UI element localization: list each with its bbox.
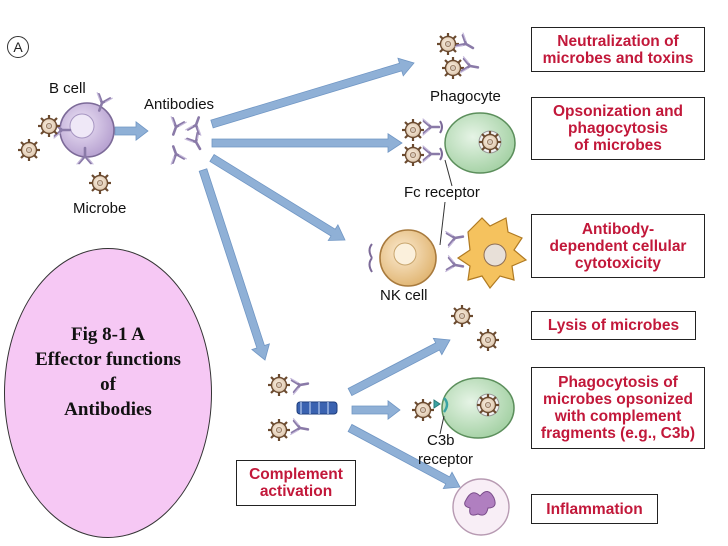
fc-receptor-icon	[439, 120, 443, 161]
arrow-to-opsonization	[211, 133, 403, 153]
arrow-to-complement	[198, 168, 270, 361]
nk-cell-nucleus	[393, 242, 417, 266]
arrow-to-c3b-phagocytosis	[351, 399, 401, 421]
complement-complex	[296, 401, 338, 415]
antibody-icon	[184, 113, 208, 137]
c3b-receptor-icon	[443, 397, 449, 413]
antibody-icon	[421, 117, 441, 137]
c3b-fragment-icon	[433, 399, 441, 409]
b-cell-nucleus	[69, 113, 95, 139]
caption-line-2: Effector functions	[35, 349, 181, 370]
microbe-icon	[87, 170, 113, 196]
antibody-icon	[289, 374, 311, 396]
microbe-label: Microbe	[73, 200, 127, 217]
inflammatory-cell-nucleus	[464, 491, 496, 516]
neutralized-microbe-icon	[440, 55, 466, 81]
antibody-icon	[183, 129, 209, 155]
effector-adcc: Antibody- dependent cellular cytotoxicit…	[531, 214, 705, 278]
antibody-icon	[164, 142, 188, 166]
antibody-icon	[289, 417, 311, 439]
microbe-icon	[36, 113, 62, 139]
effector-opsonization: Opsonization and phagocytosis of microbe…	[531, 97, 705, 160]
b-cell-label: B cell	[49, 80, 86, 97]
antibody-icon	[444, 227, 466, 249]
opsonized-microbe-icon	[400, 142, 426, 168]
caption-oval	[4, 248, 212, 538]
antibody-icon	[164, 115, 188, 139]
complement-activation-box: Complement activation	[236, 460, 356, 506]
microbe-icon	[16, 137, 42, 163]
lysed-microbe-icon	[475, 327, 501, 353]
arrow-bcell-to-antibodies	[114, 120, 149, 142]
complement-microbe-icon	[266, 417, 292, 443]
arrow-to-adcc	[209, 154, 346, 241]
caption-line-1: Fig 8-1 A	[71, 324, 145, 345]
arrows-layer	[114, 57, 461, 489]
antibodies-label: Antibodies	[144, 96, 215, 113]
c3b-leader	[439, 415, 445, 435]
effector-inflammation: Inflammation	[531, 494, 658, 524]
arrow-to-inflammation	[347, 423, 461, 489]
nk-cell-label: NK cell	[380, 287, 428, 304]
fc-receptor-leader	[444, 159, 453, 187]
ingested-microbe-icon	[477, 129, 503, 155]
antibody-icon	[459, 55, 481, 77]
lysed-microbe-icon	[449, 303, 475, 329]
complement-microbe-icon	[266, 372, 292, 398]
ingested-microbe-icon	[475, 392, 501, 418]
arrow-to-lysis	[347, 337, 451, 397]
target-cell-nucleus	[483, 243, 507, 267]
effector-phagocytosis-c3b: Phagocytosis of microbes opsonized with …	[531, 367, 705, 449]
antibody-icon	[421, 144, 441, 164]
arrow-to-neutralization	[210, 57, 415, 129]
caption-line-4: Antibodies	[64, 399, 152, 420]
opsonized-microbe-icon	[400, 117, 426, 143]
caption-line-3: of	[100, 374, 116, 395]
effector-lysis: Lysis of microbes	[531, 311, 696, 340]
fc-receptor-label: Fc receptor	[404, 184, 480, 201]
caption: Fig 8-1 A Effector functions of Antibodi…	[4, 322, 212, 422]
neutralized-microbe-icon	[435, 31, 461, 57]
nk-fc-receptor-icon	[368, 243, 373, 273]
opsonized-microbe-icon	[410, 397, 436, 423]
c3b-label: C3b	[427, 432, 455, 449]
panel-label-badge: A	[7, 36, 29, 58]
fc-receptor-leader	[439, 201, 446, 246]
receptor-label: receptor	[418, 451, 474, 468]
phagocyte-label: Phagocyte	[430, 88, 501, 105]
cells-layer	[16, 31, 528, 536]
effector-neutralization: Neutralization of microbes and toxins	[531, 27, 705, 72]
